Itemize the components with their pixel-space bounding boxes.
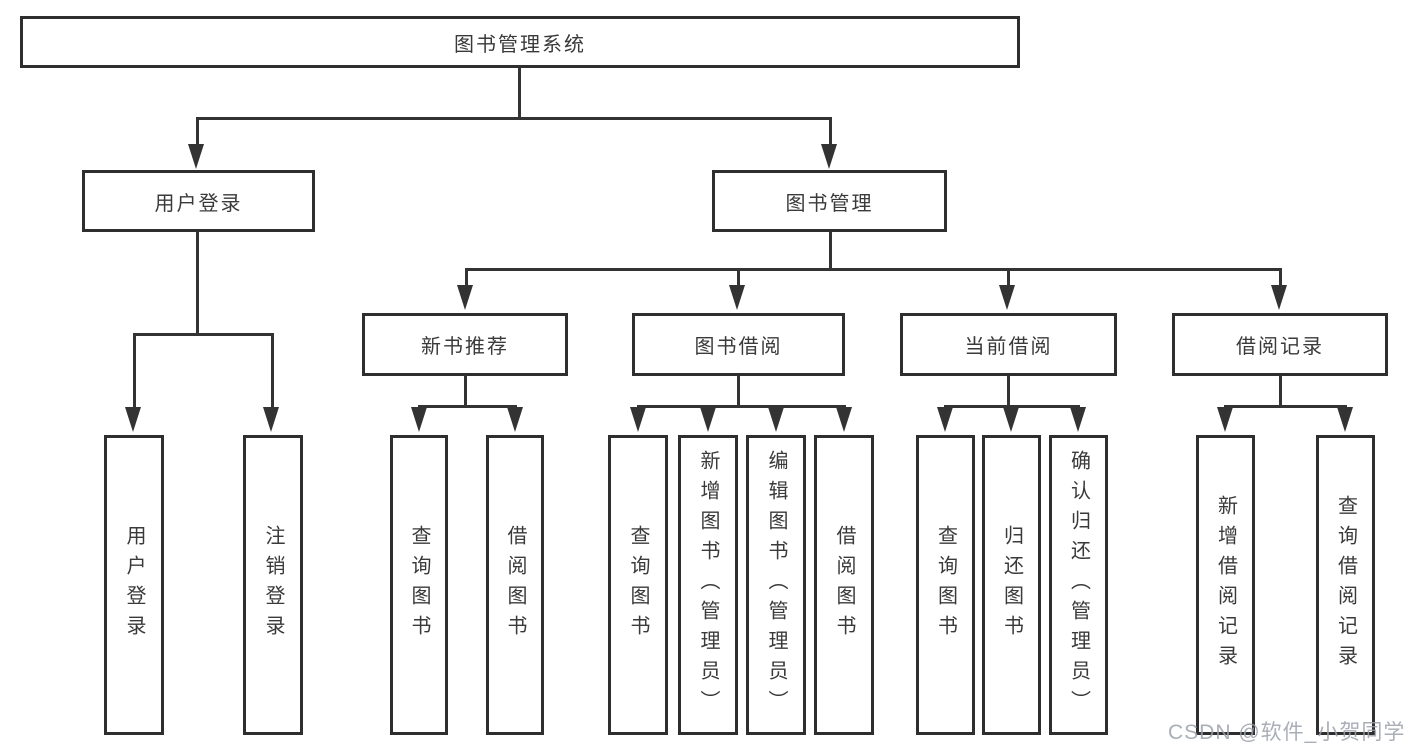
- node-current-borrow-label: 当前借阅: [964, 336, 1053, 358]
- connector-userlogin-left-shaft: [133, 333, 136, 408]
- connector-current-stem: [1007, 375, 1010, 408]
- csdn-watermark: CSDN @软件_小贺同学: [1168, 721, 1405, 744]
- leaf-current-confirm-return: 确认归还（管理员）: [1049, 435, 1108, 735]
- leaf-logout-label: 注销登录: [262, 525, 284, 645]
- arrowhead-to-book-borrow: [729, 285, 745, 310]
- node-book-management: 图书管理: [712, 170, 947, 232]
- arrowhead-to-user-login: [188, 144, 204, 169]
- connector-borrow-rail: [637, 405, 846, 408]
- leaf-records-add-record: 新增借阅记录: [1196, 435, 1255, 735]
- node-user-login: 用户登录: [82, 170, 315, 232]
- leaf-current-query-books: 查询图书: [916, 435, 975, 735]
- node-root: 图书管理系统: [20, 16, 1020, 68]
- node-user-login-label: 用户登录: [154, 192, 243, 215]
- node-book-management-label: 图书管理: [785, 192, 874, 215]
- connector-bookmgmt-shaft-2: [737, 268, 740, 286]
- node-borrow-records: 借阅记录: [1172, 313, 1388, 376]
- leaf-newbook-query-books: 查询图书: [390, 435, 448, 735]
- connector-borrow-stem: [737, 375, 740, 408]
- connector-userlogin-stem: [196, 232, 199, 336]
- leaf-current-return-books: 归还图书: [982, 435, 1041, 735]
- connector-records-rail: [1224, 405, 1347, 408]
- leaf-current-query-books-label: 查询图书: [934, 525, 957, 645]
- node-book-borrow: 图书借阅: [632, 313, 845, 376]
- arrowhead-to-leaf-cb-query: [937, 407, 953, 432]
- arrowhead-to-book-management: [821, 144, 837, 169]
- leaf-current-return-books-label: 归还图书: [1000, 525, 1023, 645]
- node-borrow-records-label: 借阅记录: [1236, 336, 1324, 358]
- leaf-borrow-borrow-books: 借阅图书: [814, 435, 874, 735]
- arrowhead-to-leaf-cb-confirm: [1070, 407, 1086, 432]
- leaf-records-query-record-label: 查询借阅记录: [1334, 495, 1357, 675]
- leaf-current-confirm-return-label: 确认归还（管理员）: [1067, 450, 1090, 720]
- leaf-borrow-add-books-label: 新增图书（管理员）: [697, 450, 719, 720]
- leaf-records-add-record-label: 新增借阅记录: [1214, 495, 1237, 675]
- leaf-newbook-borrow-books-label: 借阅图书: [504, 525, 526, 645]
- arrowhead-to-current-borrow: [999, 285, 1015, 310]
- node-root-label: 图书管理系统: [454, 33, 586, 56]
- arrowhead-to-leaf-br-add: [1217, 407, 1233, 432]
- arrowhead-to-leaf-nb-borrow: [507, 407, 523, 432]
- arrowhead-to-leaf-user-login: [125, 407, 141, 432]
- leaf-newbook-borrow-books: 借阅图书: [486, 435, 544, 735]
- connector-bookmgmt-shaft-1: [465, 268, 468, 286]
- leaf-borrow-add-books: 新增图书（管理员）: [678, 435, 738, 735]
- connector-root-stem: [518, 67, 521, 119]
- connector-bookmgmt-stem: [829, 232, 832, 271]
- arrowhead-to-leaf-cb-return: [1003, 407, 1019, 432]
- connector-newbook-rail: [418, 405, 517, 408]
- connector-userlogin-right-shaft: [271, 333, 274, 408]
- leaf-borrow-borrow-books-label: 借阅图书: [833, 525, 855, 645]
- arrowhead-to-leaf-bb-query: [630, 407, 646, 432]
- connector-root-right-shaft: [829, 117, 832, 145]
- arrowhead-to-leaf-br-query: [1337, 407, 1353, 432]
- leaf-newbook-query-books-label: 查询图书: [408, 525, 430, 645]
- arrowhead-to-leaf-bb-borrow: [836, 407, 852, 432]
- leaf-logout: 注销登录: [243, 435, 303, 735]
- arrowhead-to-leaf-logout: [263, 407, 279, 432]
- arrowhead-to-leaf-nb-query: [411, 407, 427, 432]
- leaf-borrow-query-books: 查询图书: [608, 435, 668, 735]
- leaf-borrow-edit-books-label: 编辑图书（管理员）: [765, 450, 787, 720]
- node-current-borrow: 当前借阅: [900, 313, 1117, 376]
- connector-newbook-stem: [464, 375, 467, 408]
- connector-bookmgmt-shaft-3: [1007, 268, 1010, 286]
- node-book-borrow-label: 图书借阅: [694, 336, 783, 358]
- connector-records-stem: [1279, 375, 1282, 408]
- connector-bookmgmt-shaft-4: [1279, 268, 1282, 286]
- leaf-borrow-edit-books: 编辑图书（管理员）: [746, 435, 806, 735]
- node-new-book-recommend: 新书推荐: [362, 313, 568, 376]
- arrowhead-to-leaf-bb-edit: [768, 407, 784, 432]
- node-new-book-recommend-label: 新书推荐: [421, 336, 509, 358]
- connector-userlogin-rail: [133, 333, 274, 336]
- arrowhead-to-new-book-recommend: [457, 285, 473, 310]
- arrowhead-to-borrow-records: [1271, 285, 1287, 310]
- leaf-records-query-record: 查询借阅记录: [1316, 435, 1375, 735]
- leaf-user-login-label: 用户登录: [123, 525, 145, 645]
- connector-bookmgmt-rail: [465, 268, 1282, 271]
- connector-current-rail: [944, 405, 1080, 408]
- connector-root-rail: [196, 117, 832, 120]
- leaf-user-login: 用户登录: [104, 435, 164, 735]
- arrowhead-to-leaf-bb-add: [700, 407, 716, 432]
- connector-root-left-shaft: [196, 117, 199, 145]
- leaf-borrow-query-books-label: 查询图书: [627, 525, 649, 645]
